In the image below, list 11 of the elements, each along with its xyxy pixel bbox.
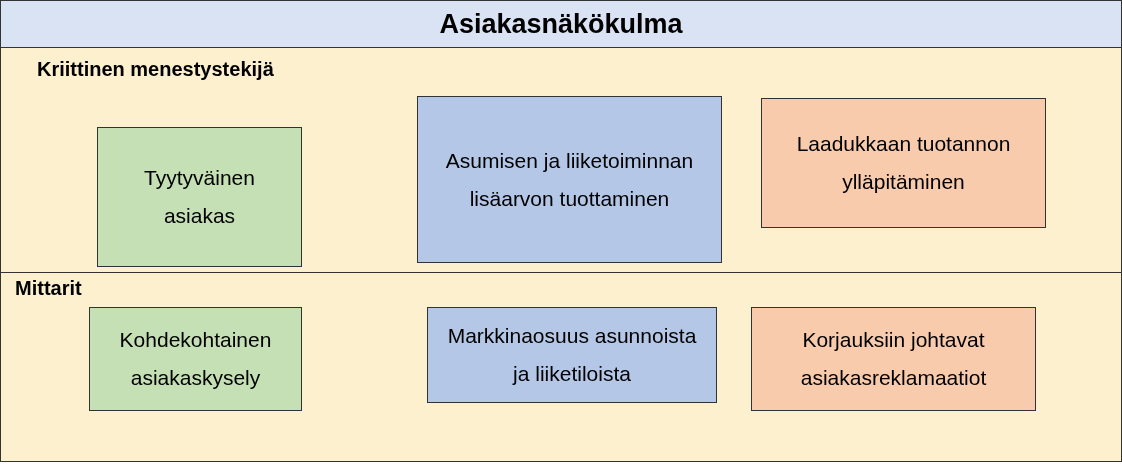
category-box: Kohdekohtainen asiakaskysely	[89, 307, 302, 411]
category-box: Markkinaosuus asunnoista ja liiketiloista	[427, 307, 717, 403]
category-box: Tyytyväinen asiakas	[97, 127, 302, 267]
section-panel	[0, 272, 1122, 462]
section-heading: Mittarit	[15, 277, 82, 300]
section-panel	[0, 47, 1122, 273]
category-box: Asumisen ja liiketoiminnan lisäarvon tuottaminen	[417, 96, 722, 263]
section-heading: Kriittinen menestystekijä	[37, 58, 274, 81]
title-bar: Asiakasnäkökulma	[0, 0, 1122, 48]
category-box: Laadukkaan tuotannon ylläpitäminen	[761, 98, 1046, 228]
category-box: Korjauksiin johtavat asiakasreklamaatiot	[751, 307, 1036, 411]
